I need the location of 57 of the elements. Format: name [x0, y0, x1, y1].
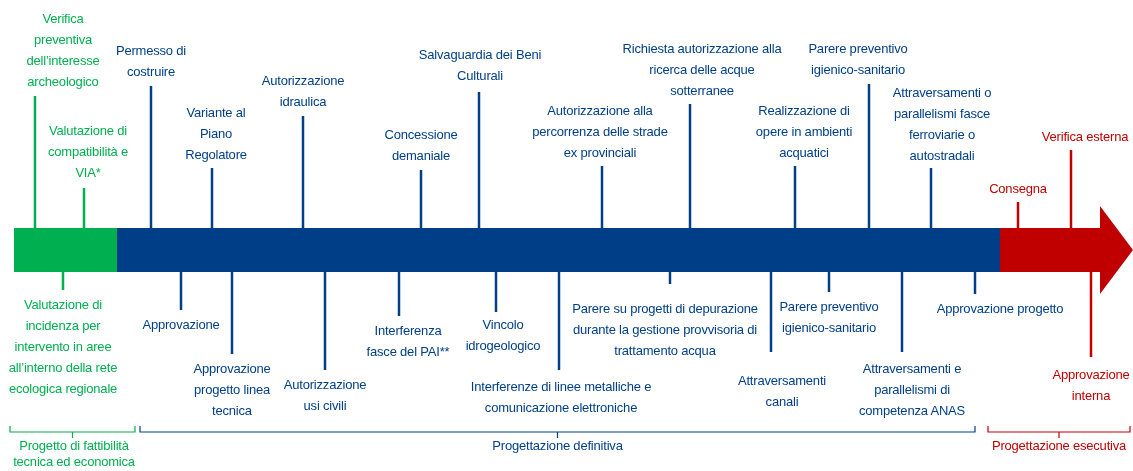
- leader-line: [827, 272, 831, 292]
- milestone-label: Variante al Piano Regolatore: [184, 104, 248, 164]
- leader-line: [494, 272, 498, 312]
- leader-line: [210, 168, 214, 228]
- milestone-label: Richiesta autorizzazione alla ricerca delle acque sotterranee: [622, 40, 782, 100]
- milestone-label: Interferenza fasce del PAI**: [365, 322, 451, 361]
- leader-line: [33, 96, 37, 228]
- milestone-label: Attraversamenti canali: [736, 372, 827, 411]
- leader-line: [1069, 150, 1073, 228]
- milestone-label: Approvazione progetto: [936, 300, 1064, 318]
- leader-line: [793, 166, 797, 228]
- leader-line: [419, 170, 423, 228]
- milestone-label: Concessione demaniale: [383, 126, 459, 165]
- leader-line: [477, 92, 481, 228]
- leader-line: [688, 104, 692, 228]
- milestone-label: Interferenze di linee metalliche e comunicazione elettroniche: [469, 378, 653, 417]
- leader-line: [323, 272, 327, 370]
- milestone-label: Parere preventivo igienico-sanitario: [778, 298, 880, 337]
- leader-line: [600, 166, 604, 228]
- leader-line: [179, 272, 183, 310]
- milestone-label: Approvazione: [142, 316, 220, 334]
- milestone-label: Autorizzazione alla percorrenza delle strade ex provinciali: [531, 102, 669, 162]
- milestone-label: Valutazione di compatibilità e VIA*: [46, 122, 130, 182]
- leader-line: [397, 272, 401, 316]
- milestone-label: Parere preventivo igienico-sanitario: [807, 40, 909, 79]
- leader-line: [929, 168, 933, 228]
- leader-line: [1089, 272, 1093, 357]
- milestone-label: Consegna: [989, 180, 1047, 198]
- leader-line: [149, 86, 153, 228]
- milestone-label: Valutazione di incidenza per intervento in aree all’interno della rete ecologica regionale: [7, 296, 119, 398]
- phase-bar: [14, 228, 117, 272]
- milestone-label: Salvaguardia dei Beni Culturali: [417, 46, 543, 85]
- milestone-label: Approvazione interna: [1051, 366, 1131, 405]
- leader-line: [230, 272, 234, 354]
- phase-label: Progettazione definitiva: [491, 438, 624, 454]
- phase-label: Progettazione esecutiva: [990, 438, 1128, 454]
- leader-line: [900, 272, 904, 352]
- phase-label: Progetto di fattibilità tecnica ed economica: [12, 438, 136, 470]
- milestone-label: Autorizzazione idraulica: [260, 72, 346, 111]
- milestone-label: Autorizzazione usi civili: [282, 376, 368, 415]
- leader-line: [973, 272, 977, 294]
- leader-line: [867, 84, 871, 228]
- milestone-label: Attraversamenti e parallelismi di competenza ANAS: [857, 360, 967, 420]
- milestone-label: Verifica esterna: [1041, 128, 1129, 146]
- milestone-label: Permesso di costruire: [114, 42, 188, 81]
- leader-line: [769, 272, 773, 352]
- milestone-label: Verifica preventiva dell’interesse archeologico: [25, 10, 101, 91]
- phase-bar: [117, 228, 1000, 272]
- leader-line: [1016, 202, 1020, 228]
- milestone-label: Parere su progetti di depurazione durante la gestione provvisoria di trattamento acqua: [571, 300, 759, 360]
- milestone-label: Vincolo idrogeologico: [464, 316, 542, 355]
- milestone-label: Attraversamenti o parallelismi fasce ferroviarie o autostradali: [891, 84, 993, 165]
- leader-line: [301, 116, 305, 228]
- leader-line: [557, 272, 561, 370]
- phase-arrow: [1000, 206, 1133, 294]
- milestone-label: Realizzazione di opere in ambienti acquatici: [754, 102, 854, 162]
- leader-line: [82, 188, 86, 228]
